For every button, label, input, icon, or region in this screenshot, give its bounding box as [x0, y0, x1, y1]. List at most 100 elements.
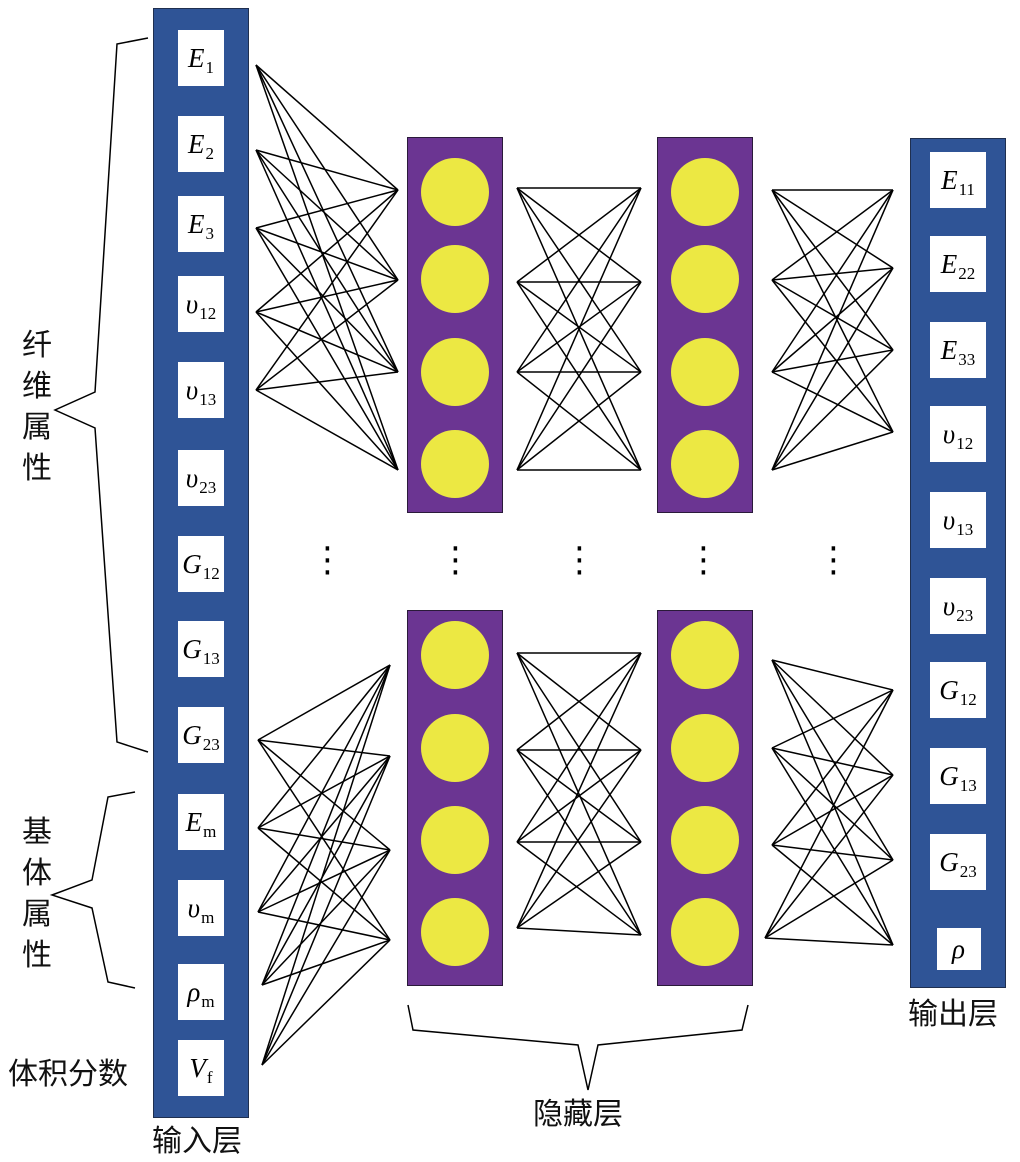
connection-line	[771, 189, 894, 471]
hidden-neuron	[421, 714, 489, 782]
network-connections	[255, 64, 894, 1066]
node-symbol: υ	[942, 590, 956, 621]
node-symbol: υ	[942, 418, 956, 449]
hidden-neuron	[671, 430, 739, 498]
node-subscript: 13	[956, 520, 974, 539]
ellipsis-5: ···	[828, 529, 839, 593]
connection-line	[261, 664, 391, 1066]
connection-line	[255, 189, 399, 229]
connection-line	[771, 747, 894, 776]
node-subscript: f	[206, 1068, 213, 1087]
node-subscript: 22	[958, 264, 976, 283]
connection-line	[261, 664, 391, 986]
node-symbol: G	[939, 674, 959, 705]
connection-line	[255, 227, 399, 471]
connection-line	[255, 64, 399, 373]
connection-line	[516, 652, 642, 843]
connection-line	[255, 227, 399, 373]
connection-line	[516, 652, 642, 929]
connection-line	[771, 189, 894, 433]
connection-line	[516, 281, 642, 471]
node-subscript: m	[201, 992, 215, 1011]
connection-line	[771, 279, 894, 433]
connection-line	[255, 149, 399, 471]
output-node: ρ	[937, 928, 981, 970]
connection-line	[516, 652, 642, 936]
connection-line	[255, 149, 399, 281]
connection-line	[255, 149, 399, 191]
node-subscript: 12	[199, 304, 217, 323]
node-subscript: 12	[956, 434, 974, 453]
hidden-layer-label: 隐藏层	[533, 1097, 623, 1132]
hidden-neuron	[421, 621, 489, 689]
connection-line	[771, 267, 894, 471]
connection-line	[257, 755, 391, 829]
node-symbol: υ	[185, 462, 199, 493]
connection-line	[255, 149, 399, 373]
hidden-neuron	[671, 621, 739, 689]
connection-line	[257, 739, 391, 941]
node-symbol: υ	[187, 892, 201, 923]
fiber-properties-label: 纤维属性	[22, 328, 52, 486]
connection-line	[255, 371, 399, 391]
connection-line	[771, 659, 894, 861]
connection-line	[257, 664, 391, 829]
connection-line	[255, 64, 399, 191]
connection-line	[255, 189, 399, 313]
connection-line	[516, 652, 642, 751]
connection-line	[261, 849, 391, 986]
hidden-neuron	[421, 806, 489, 874]
hidden-neuron	[671, 806, 739, 874]
connection-line	[257, 849, 391, 913]
node-subscript: 12	[959, 690, 977, 709]
connection-line	[771, 189, 894, 269]
node-symbol: E	[940, 334, 958, 365]
connection-line	[516, 281, 642, 373]
node-symbol: E	[188, 42, 205, 73]
hidden-neuron	[671, 714, 739, 782]
ellipsis-2: ···	[450, 529, 461, 593]
connection-line	[516, 749, 642, 929]
node-subscript: 2	[205, 144, 215, 163]
connection-line	[255, 311, 399, 471]
connection-line	[516, 841, 642, 936]
connection-line	[516, 841, 642, 929]
connection-line	[771, 189, 894, 351]
connection-line	[516, 749, 642, 843]
connection-line	[516, 187, 642, 471]
connection-line	[257, 739, 391, 757]
connection-line	[764, 859, 894, 939]
node-symbol: G	[182, 548, 202, 579]
connection-line	[257, 827, 391, 941]
node-symbol: υ	[185, 288, 199, 319]
output-layer-label: 输出层	[908, 997, 998, 1032]
node-symbol: E	[940, 248, 958, 279]
connection-line	[771, 279, 894, 351]
node-symbol: G	[939, 846, 959, 877]
connection-line	[771, 747, 894, 946]
connection-line	[255, 64, 399, 471]
node-subscript: 23	[959, 862, 977, 881]
node-subscript: m	[201, 908, 215, 927]
connection-line	[771, 659, 894, 776]
hidden-neuron	[671, 245, 739, 313]
connection-line	[771, 349, 894, 471]
connection-line	[516, 187, 642, 373]
node-subscript: 3	[205, 224, 215, 243]
connection-line	[771, 189, 894, 373]
hidden-neuron	[421, 245, 489, 313]
